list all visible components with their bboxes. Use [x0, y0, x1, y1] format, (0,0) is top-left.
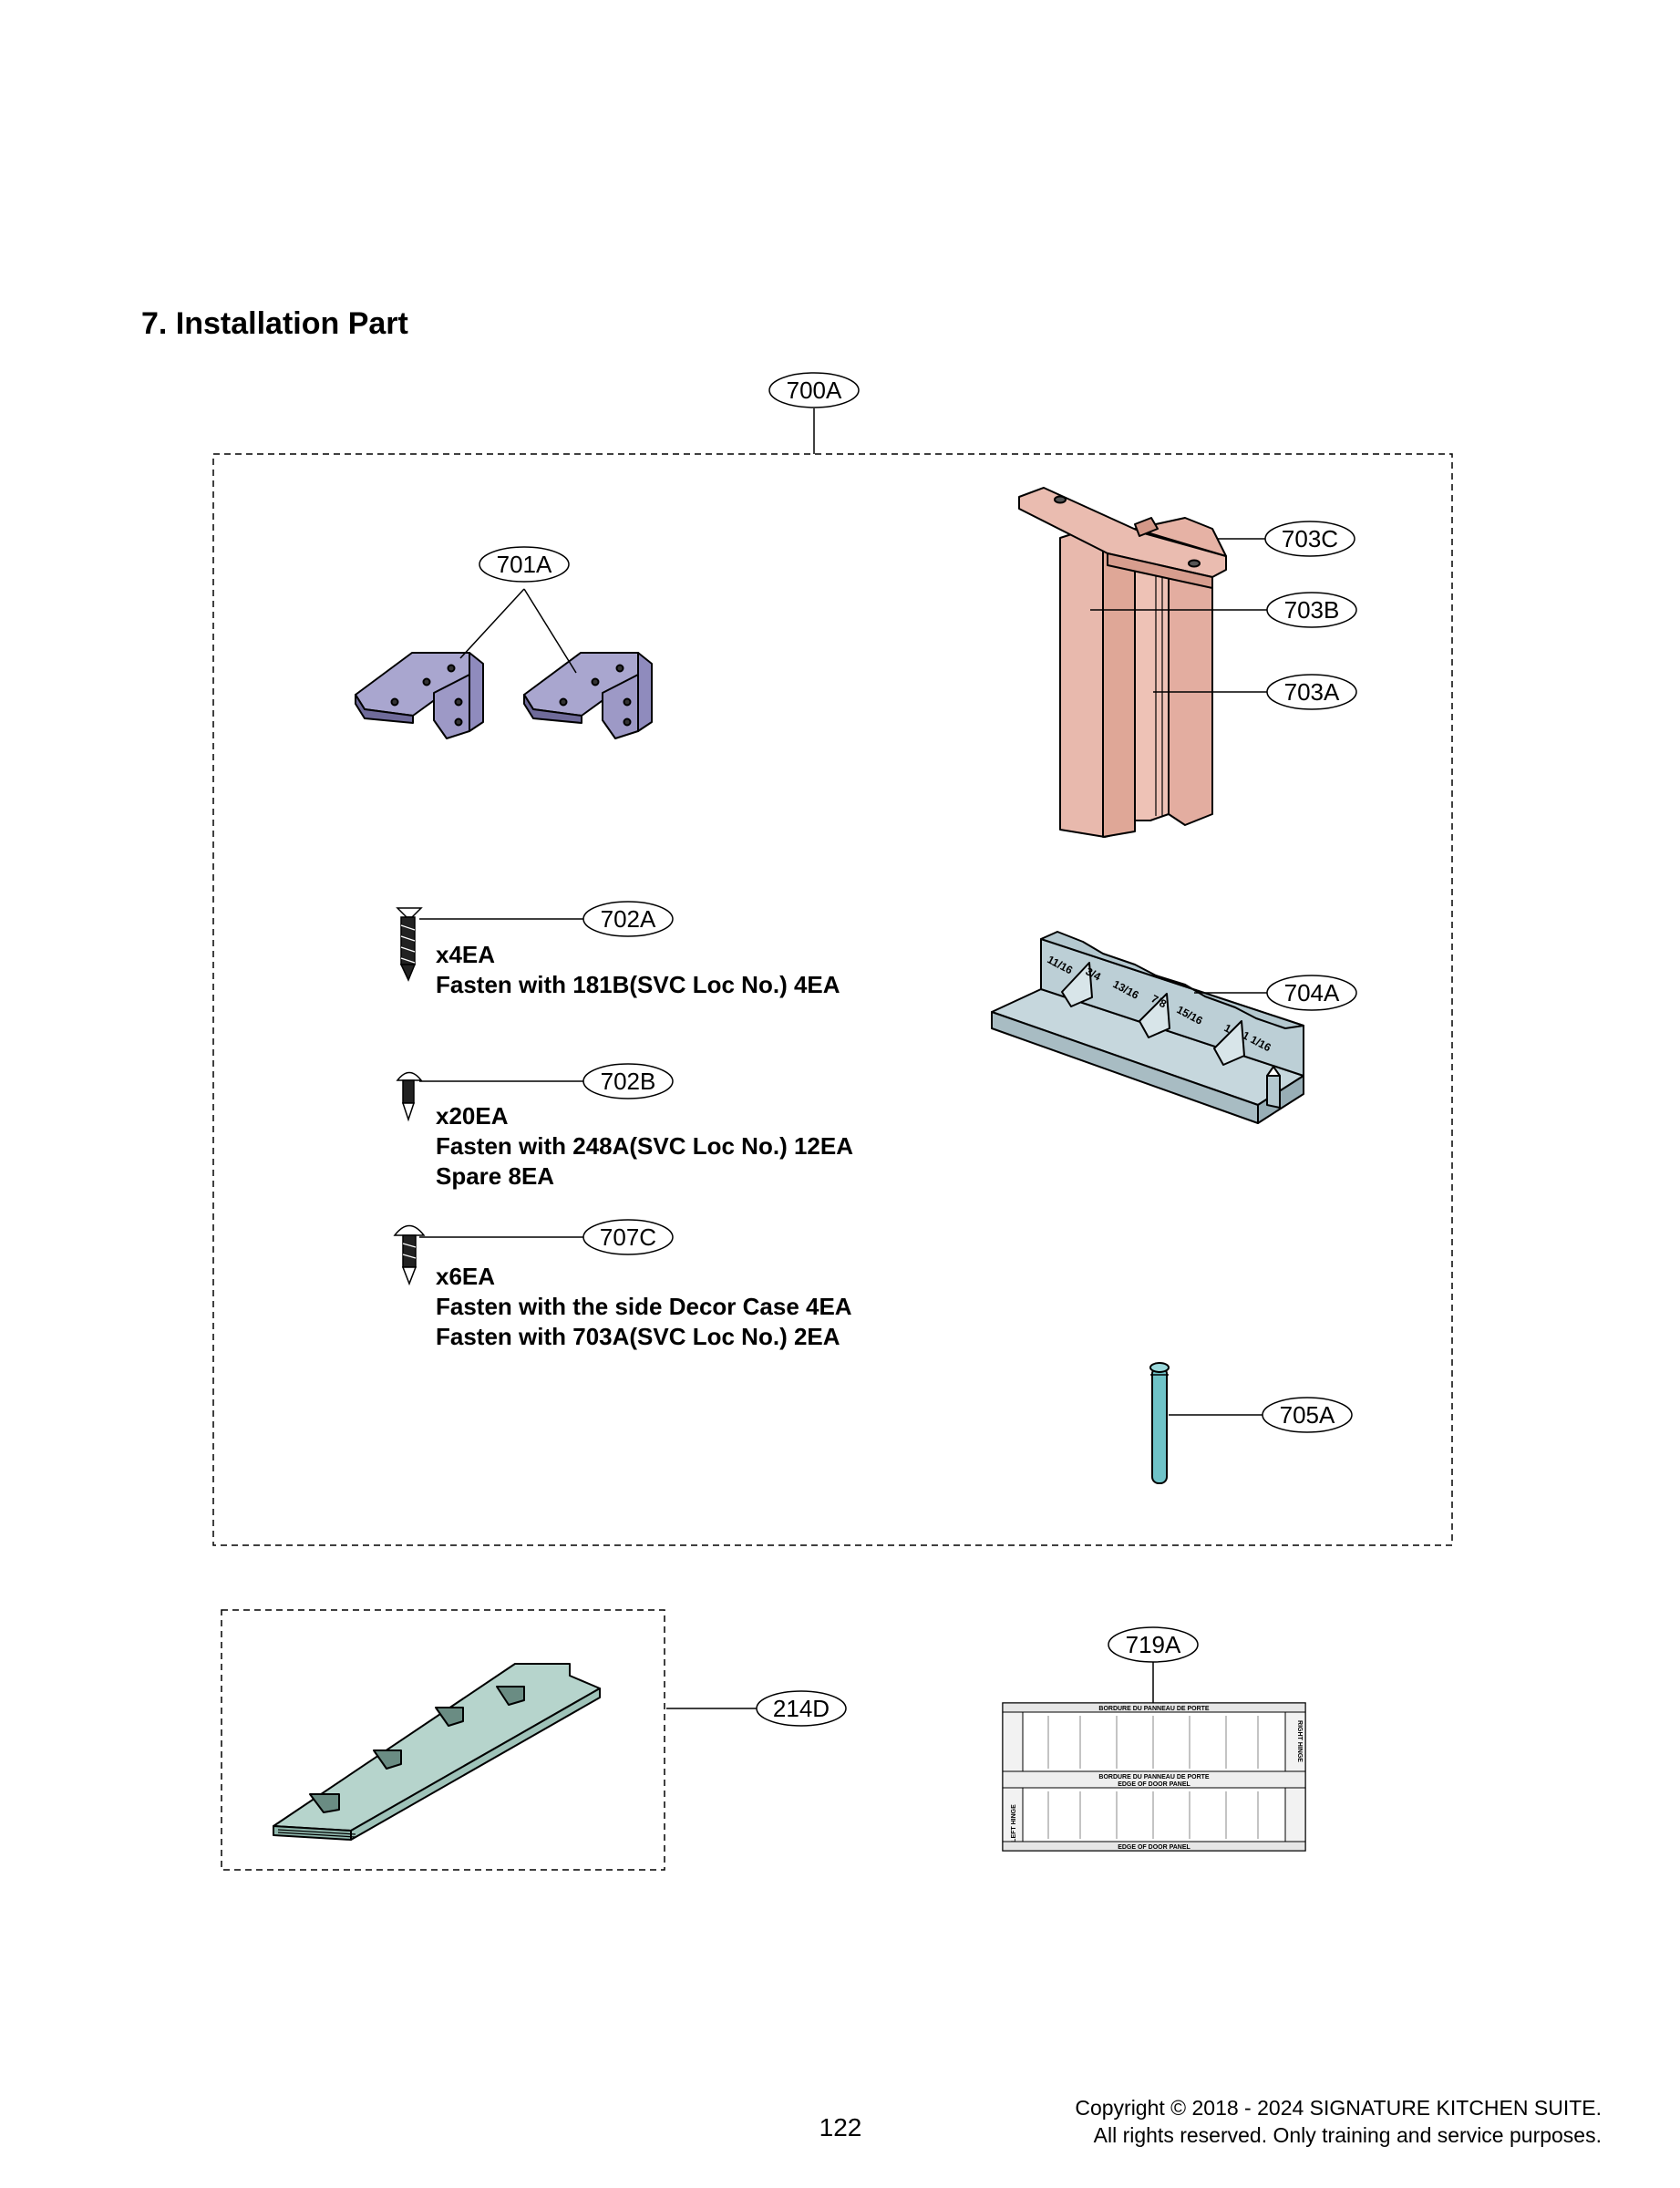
kit-boundary [212, 453, 1453, 1546]
svg-text:Spare 8EA: Spare 8EA [436, 1162, 554, 1190]
svg-text:BORDURE DU PANNEAU DE PORTE: BORDURE DU PANNEAU DE PORTE [1098, 1774, 1210, 1780]
svg-text:Fasten with 181B(SVC Loc No.): Fasten with 181B(SVC Loc No.) 4EA [436, 971, 840, 998]
callout-704A: 704A [1266, 975, 1357, 1011]
template-719A: BORDURE DU PANNEAU DE PORTE BORDURE DU P… [1002, 1702, 1306, 1852]
screw-702A-icon [396, 907, 423, 982]
note-707C: x6EA Fasten with the side Decor Case 4EA… [436, 1263, 852, 1350]
note-702B: x20EA Fasten with 248A(SVC Loc No.) 12EA… [436, 1102, 853, 1190]
callout-703C: 703C [1264, 521, 1355, 557]
pin-705A [1149, 1362, 1170, 1484]
screw-707C-icon [393, 1224, 426, 1286]
callout-719A: 719A [1108, 1626, 1199, 1663]
callout-703A: 703A [1266, 674, 1357, 710]
bracket-701A [355, 588, 653, 739]
callout-703B: 703B [1266, 592, 1357, 628]
callout-700A: 700A [768, 372, 860, 408]
svg-text:x4EA: x4EA [436, 941, 495, 968]
screw-702B-icon [396, 1071, 423, 1122]
page-number: 122 [819, 2113, 862, 2142]
trim-214D [273, 1663, 601, 1841]
svg-text:x20EA: x20EA [436, 1102, 509, 1130]
svg-text:703B: 703B [1284, 596, 1340, 624]
svg-text:707C: 707C [600, 1223, 656, 1251]
svg-text:x6EA: x6EA [436, 1263, 495, 1290]
svg-text:703C: 703C [1282, 525, 1338, 552]
svg-text:702A: 702A [601, 905, 656, 933]
callout-702A: 702A [582, 901, 674, 937]
section-title: 7. Installation Part [141, 306, 408, 341]
svg-text:Fasten with 248A(SVC Loc No.): Fasten with 248A(SVC Loc No.) 12EA [436, 1132, 853, 1160]
callout-702B: 702B [582, 1063, 674, 1099]
trim-214D-boundary [221, 1609, 665, 1871]
svg-text:Fasten with 703A(SVC Loc No.): Fasten with 703A(SVC Loc No.) 2EA [436, 1323, 840, 1350]
callout-705A: 705A [1262, 1397, 1353, 1433]
svg-text:214D: 214D [773, 1695, 830, 1722]
guide-704A [991, 931, 1304, 1124]
svg-text:700A: 700A [787, 377, 842, 404]
panel-703 [1018, 487, 1227, 838]
svg-text:719A: 719A [1126, 1631, 1181, 1658]
callout-701A: 701A [479, 546, 570, 583]
footer-copyright: Copyright © 2018 - 2024 SIGNATURE KITCHE… [1075, 2096, 1602, 2120]
note-702A: x4EA Fasten with 181B(SVC Loc No.) 4EA [436, 941, 840, 998]
footer-rights: All rights reserved. Only training and s… [1094, 2123, 1602, 2147]
svg-text:RIGHT HINGE: RIGHT HINGE [1296, 1720, 1303, 1762]
callout-214D: 214D [756, 1690, 847, 1727]
svg-text:LEFT HINGE: LEFT HINGE [1011, 1804, 1017, 1842]
svg-text:704A: 704A [1284, 979, 1340, 1006]
svg-text:702B: 702B [601, 1068, 656, 1095]
svg-text:EDGE OF DOOR PANEL: EDGE OF DOOR PANEL [1118, 1844, 1190, 1851]
svg-text:EDGE OF DOOR PANEL: EDGE OF DOOR PANEL [1118, 1781, 1190, 1788]
svg-text:703A: 703A [1284, 678, 1340, 706]
svg-text:BORDURE DU PANNEAU DE PORTE: BORDURE DU PANNEAU DE PORTE [1098, 1706, 1210, 1712]
svg-text:Fasten with the side Decor Cas: Fasten with the side Decor Case 4EA [436, 1293, 852, 1320]
callout-707C: 707C [582, 1219, 674, 1255]
svg-text:705A: 705A [1280, 1401, 1335, 1429]
svg-text:701A: 701A [497, 551, 552, 578]
